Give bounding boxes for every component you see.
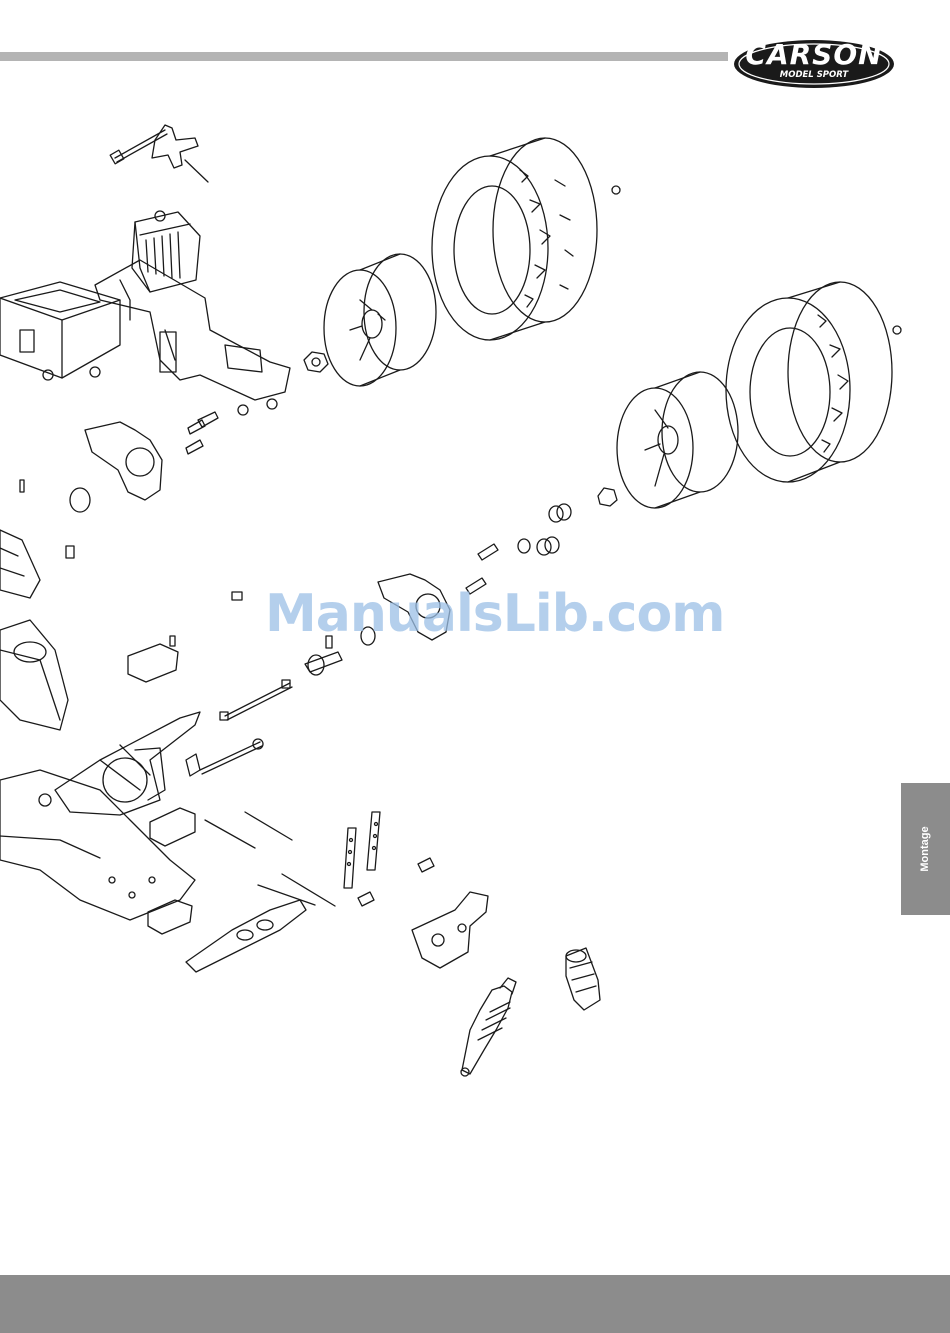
upper-tyre <box>432 138 597 340</box>
upper-wheel-rim <box>324 254 436 386</box>
shock-posts <box>344 812 380 888</box>
steering-knuckle-upper <box>85 422 162 500</box>
stub-axle <box>305 652 342 675</box>
front-bumper <box>0 530 40 598</box>
receiver-box <box>0 282 120 380</box>
front-wheel-nut <box>304 352 328 372</box>
footer-bar <box>0 1275 950 1333</box>
shock-absorber <box>461 978 516 1076</box>
section-tab: Montage <box>901 783 950 915</box>
watermark: ManualsLib.com <box>265 584 705 644</box>
upper-hub-nut <box>612 186 620 194</box>
chassis-mount <box>95 260 290 415</box>
screws-right <box>358 858 434 906</box>
shock-boot <box>566 948 600 1010</box>
rod-ends <box>186 739 263 776</box>
hinge-pins <box>205 812 335 906</box>
rear-hub-carrier <box>412 892 488 968</box>
lower-tyre <box>726 282 892 482</box>
lower-hub-nut <box>598 488 617 506</box>
engine-assembly <box>0 620 68 730</box>
section-tab-label: Montage <box>919 826 931 871</box>
rear-lower-arm <box>186 900 306 972</box>
lower-wheel-rim <box>617 372 738 508</box>
servo-linkage <box>110 125 208 182</box>
drive-shaft <box>220 680 292 720</box>
mount-blocks <box>148 808 195 934</box>
hinge-block <box>128 636 178 682</box>
servo <box>132 211 200 292</box>
lower-tyre-screw <box>893 326 901 334</box>
suspension-arm <box>55 712 200 815</box>
